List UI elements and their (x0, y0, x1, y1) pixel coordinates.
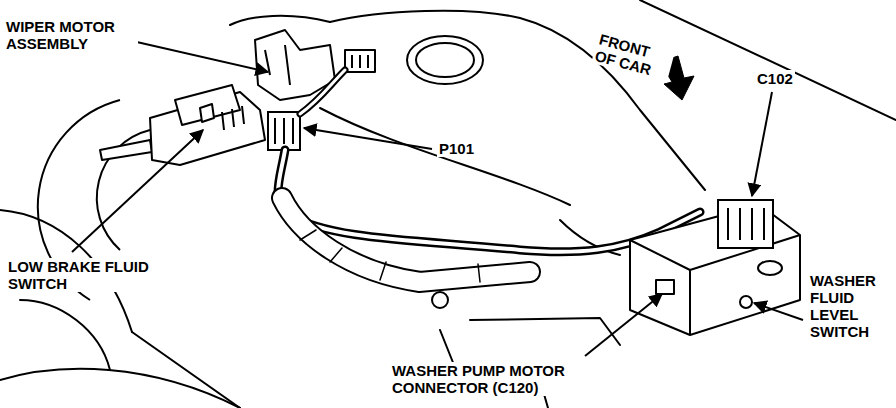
washer-reservoir (630, 205, 800, 335)
conduit (282, 198, 530, 282)
washer-reservoir (630, 205, 800, 335)
strut-tower (416, 43, 474, 77)
strut-tower (407, 36, 483, 84)
wiper-motor (352, 55, 368, 68)
c102-connector (718, 200, 773, 248)
leader-lines (72, 130, 203, 252)
wiring-harness (278, 150, 700, 252)
conduit (282, 198, 530, 282)
strut-tower (407, 36, 483, 84)
p101-connector (268, 112, 300, 150)
leader-lines (304, 128, 432, 149)
part-label: WASHER PUMP MOTOR CONNECTOR (C120) (390, 362, 594, 396)
wiring-harness (278, 150, 700, 252)
wiring-harness (300, 70, 345, 114)
body-panels (230, 16, 330, 25)
wiper-motor (255, 30, 375, 100)
leader-lines (752, 92, 772, 196)
leader-lines (585, 294, 662, 356)
part-label: FRONT OF CAR (591, 30, 675, 83)
washer-reservoir (630, 235, 800, 335)
leader-lines (128, 40, 268, 72)
leader-lines (754, 303, 803, 320)
part-label: P101 (437, 140, 476, 157)
body-panels (320, 108, 570, 205)
brake-master-cylinder (175, 85, 240, 125)
body-panels (132, 332, 240, 408)
brake-master-cylinder (200, 104, 214, 122)
c102-connector (728, 208, 764, 240)
conduit (300, 230, 480, 282)
body-panels (20, 300, 110, 370)
part-label: WIPER MOTOR ASSEMBLY (4, 18, 138, 52)
c102-connector (718, 200, 773, 248)
conduit (282, 198, 530, 308)
body-panels (470, 318, 620, 345)
part-label: C102 (755, 70, 795, 87)
body-panels (0, 369, 240, 408)
washer-reservoir (740, 296, 752, 308)
brake-master-cylinder (100, 140, 152, 160)
washer-reservoir (758, 261, 782, 275)
body-panels (330, 11, 705, 190)
brake-master-cylinder (222, 106, 244, 130)
part-label: LOW BRAKE FLUID SWITCH (6, 258, 152, 292)
leader-lines (72, 40, 803, 356)
wiring-harness (300, 70, 345, 114)
washer-reservoir (656, 280, 674, 294)
conduit (432, 292, 448, 308)
part-label: WASHER FLUID LEVEL SWITCH (808, 272, 890, 340)
wiper-motor (265, 45, 290, 85)
p101-connector (275, 118, 293, 144)
wiper-motor (345, 50, 375, 72)
p101-connector (268, 112, 300, 150)
body-panels (640, 0, 896, 120)
